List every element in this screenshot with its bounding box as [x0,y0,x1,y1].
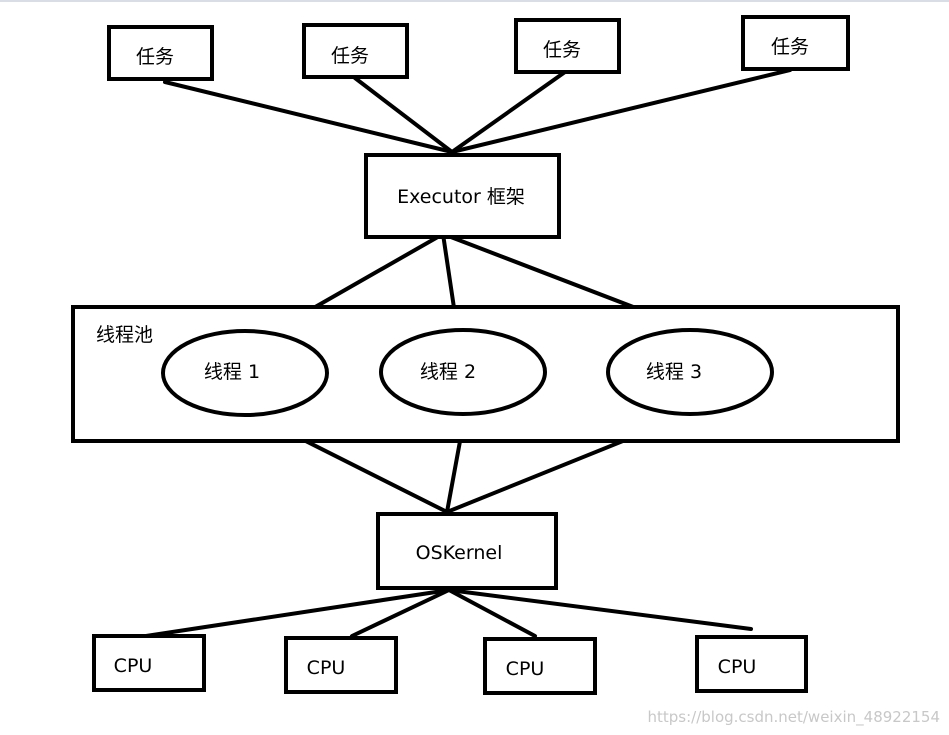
connector-task-2 [353,76,454,154]
connector-cpu-2 [350,588,451,638]
cpu-box-2: CPU [284,636,398,694]
cpu-connectors [144,588,753,638]
task-connectors [163,68,792,154]
cpu-label: CPU [307,657,346,679]
executor-label: Executor 框架 [397,186,525,208]
thread-pool-label: 线程池 [96,324,153,346]
task-label: 任务 [136,46,174,68]
connector-task-1 [163,80,454,154]
connector-task-4 [450,68,792,154]
os-kernel-label: OSKernel [416,542,503,564]
cpu-box-4: CPU [695,635,808,693]
cpu-box-1: CPU [92,634,206,692]
task-box-1: 任务 [107,25,214,81]
os-kernel-box: OSKernel [376,512,558,590]
task-box-2: 任务 [302,23,409,79]
thread-3: 线程 3 [606,328,774,416]
thread-pool: 线程池 线程 1 线程 2 线程 3 [71,305,900,443]
task-label: 任务 [543,39,581,61]
cpu-label: CPU [718,656,757,678]
task-box-4: 任务 [741,15,850,71]
task-label: 任务 [331,45,369,67]
thread-2: 线程 2 [379,328,547,416]
cpu-label: CPU [114,655,153,677]
task-label: 任务 [771,36,809,58]
connector-cpu-1 [144,588,451,638]
thread-1: 线程 1 [161,329,329,417]
cpu-box-3: CPU [483,637,597,695]
cpu-label: CPU [506,658,545,680]
thread-label: 线程 2 [420,361,476,383]
connector-task-3 [450,70,567,154]
connector-cpu-3 [447,588,537,638]
thread-label: 线程 3 [646,361,702,383]
connector-cpu-4 [447,588,753,631]
task-box-3: 任务 [514,18,621,74]
executor-box: Executor 框架 [364,153,561,239]
watermark-text: https://blog.csdn.net/weixin_48922154 [647,708,940,727]
thread-label: 线程 1 [204,361,260,383]
